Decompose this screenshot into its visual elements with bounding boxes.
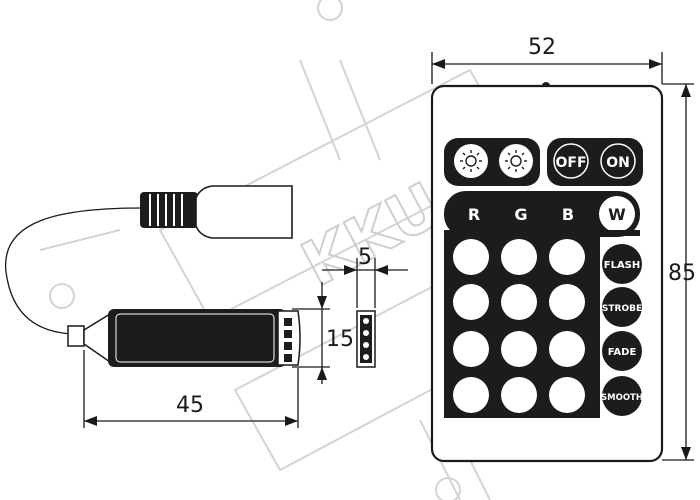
dc-female-connector: [140, 185, 293, 239]
color-button[interactable]: [453, 331, 489, 367]
dimension-label: 85: [668, 261, 696, 286]
color-r-label: R: [468, 205, 480, 224]
smooth-label: SMOOTH: [601, 393, 643, 403]
strobe-button[interactable]: STROBE: [602, 287, 642, 327]
color-w-label: W: [608, 205, 626, 224]
color-button[interactable]: [453, 377, 489, 413]
off-label: OFF: [555, 155, 586, 171]
color-button[interactable]: [501, 331, 537, 367]
ir-remote: OFF ON R G B W: [430, 82, 664, 463]
fade-label: FADE: [608, 347, 637, 358]
watermark-text: KKU: [290, 168, 453, 301]
color-button[interactable]: [453, 239, 489, 275]
dimension-remote-height: 85: [662, 83, 696, 461]
color-button[interactable]: [549, 377, 585, 413]
on-label: ON: [606, 155, 630, 171]
controller-body: [108, 309, 286, 367]
strobe-label: STROBE: [602, 304, 642, 314]
color-button[interactable]: [549, 284, 585, 320]
color-button[interactable]: [501, 239, 537, 275]
color-b-button[interactable]: B: [551, 197, 585, 231]
dimension-label: 52: [528, 35, 556, 60]
off-button[interactable]: OFF: [553, 143, 589, 179]
color-button[interactable]: [501, 284, 537, 320]
smooth-button[interactable]: SMOOTH: [601, 376, 643, 416]
color-g-button[interactable]: G: [504, 197, 538, 231]
color-grid: [453, 239, 585, 413]
brightness-up-icon: [460, 150, 482, 172]
brightness-down-icon: [505, 150, 527, 172]
dimension-connector-width: 5: [322, 245, 408, 308]
brightness-down-button[interactable]: [499, 144, 533, 178]
color-w-button[interactable]: W: [599, 196, 635, 232]
dimension-remote-width: 52: [431, 35, 663, 84]
controller: [5, 185, 301, 367]
color-button[interactable]: [501, 377, 537, 413]
color-button[interactable]: [549, 331, 585, 367]
cable: [5, 207, 143, 335]
dimension-controller-height: 15: [292, 282, 354, 384]
flash-button[interactable]: FLASH: [602, 244, 642, 284]
fade-button[interactable]: FADE: [602, 331, 642, 371]
dimension-label: 15: [326, 327, 354, 352]
color-button[interactable]: [549, 239, 585, 275]
color-b-label: B: [562, 205, 574, 224]
flash-label: FLASH: [604, 260, 641, 271]
color-button[interactable]: [453, 284, 489, 320]
color-r-button[interactable]: R: [457, 197, 491, 231]
dimension-label: 5: [358, 245, 372, 270]
color-g-label: G: [514, 205, 527, 224]
connector-end-view: [356, 310, 376, 368]
on-button[interactable]: ON: [600, 143, 636, 179]
brightness-up-button[interactable]: [454, 144, 488, 178]
dimension-controller-length: 45: [83, 350, 299, 428]
dimension-label: 45: [176, 393, 204, 418]
